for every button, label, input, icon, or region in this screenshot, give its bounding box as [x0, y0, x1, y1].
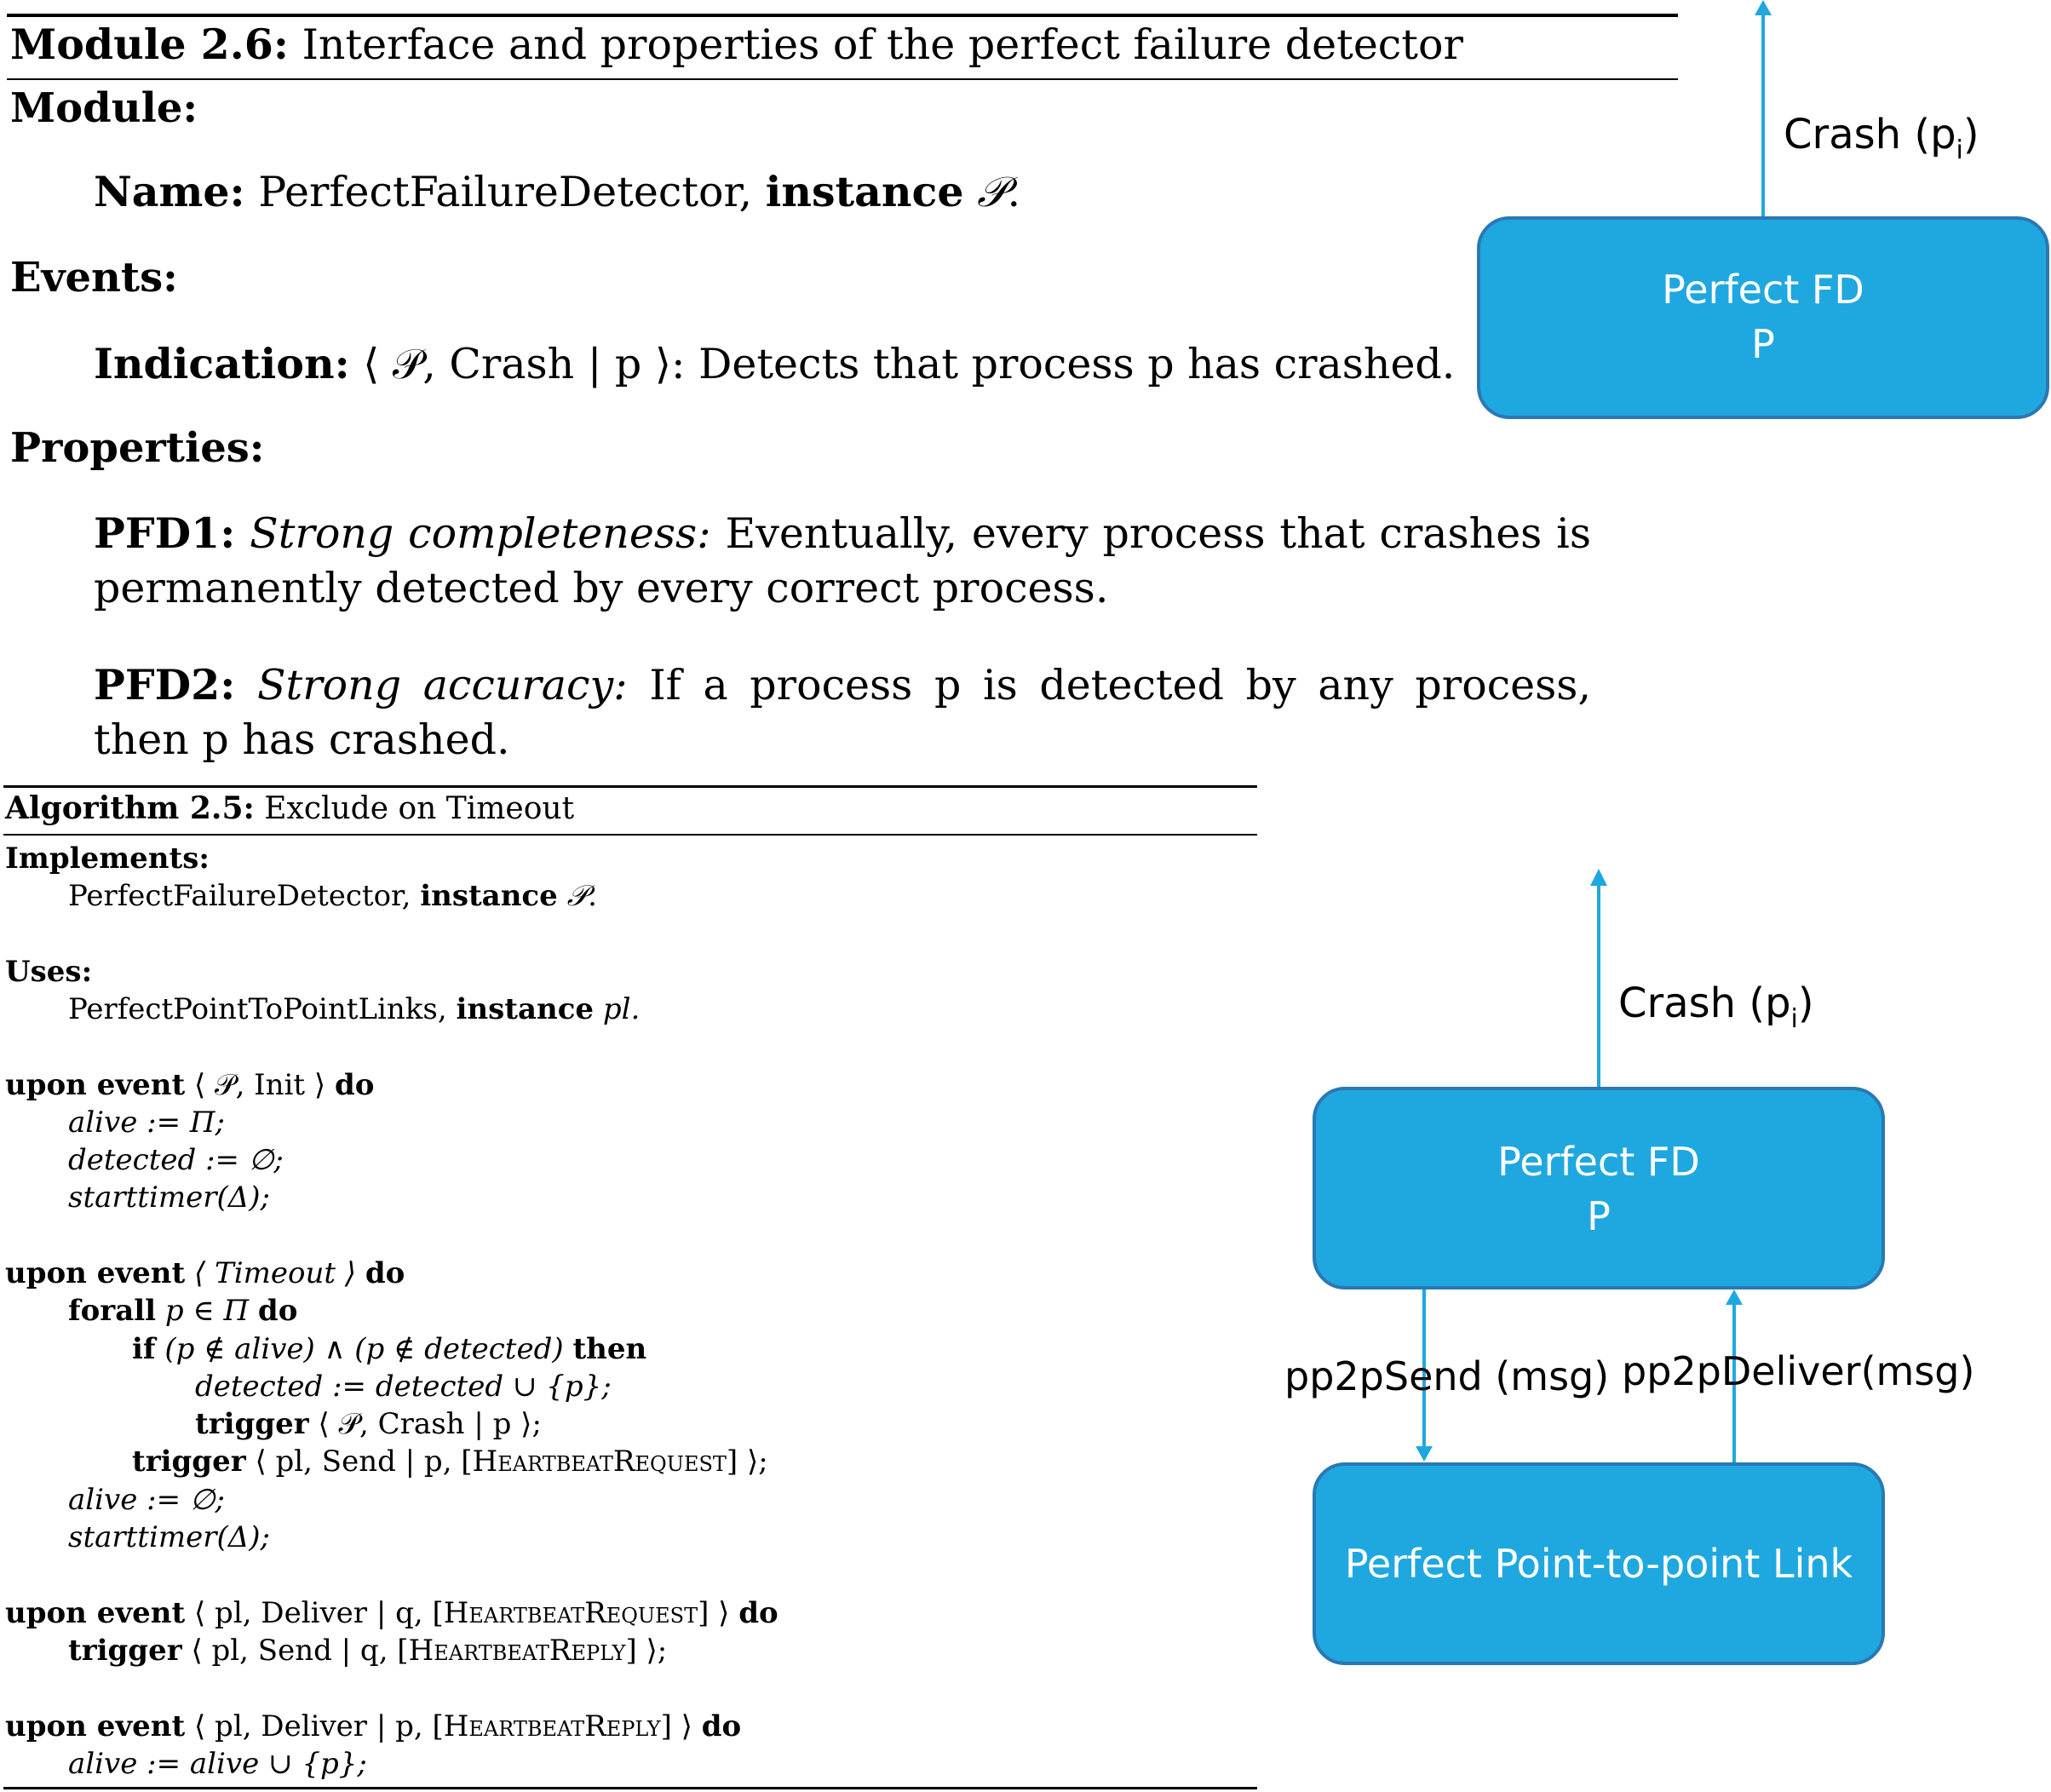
name-value: PerfectFailureDetector, — [258, 168, 753, 216]
deliver-request-handler: upon event ⟨ pl, Deliver | q, [Heartbeat… — [5, 1596, 778, 1630]
trigger-send-reply: trigger ⟨ pl, Send | q, [HeartbeatReply]… — [68, 1634, 668, 1668]
algorithm-top-rule — [3, 785, 1257, 788]
instance-label: instance — [765, 167, 964, 216]
implements-heading: Implements: — [5, 841, 210, 876]
algorithm-bottom-rule — [3, 1787, 1257, 1789]
indication-line: Indication: ⟨ 𝒫, Crash | p ⟩: Detects th… — [94, 339, 1456, 388]
pfd1-text: Eventually, every process that crashes i… — [94, 509, 1591, 612]
top-crash-label: Crash (pi) — [1784, 111, 1979, 165]
pp2p-deliver-arrowhead — [1726, 1289, 1743, 1305]
top-diagram: Crash (pi) Perfect FD P — [1477, 0, 2049, 419]
init-detected: detected := ∅; — [68, 1143, 284, 1177]
trigger-crash: trigger ⟨ 𝒫, Crash | p ⟩; — [195, 1407, 542, 1441]
bottom-perfect-fd-box — [1313, 1087, 1885, 1289]
pfd2-label: PFD2: — [94, 660, 236, 709]
bottom-diagram: Crash (pi) Perfect FD P pp2pSend (msg) p… — [1284, 869, 1974, 1665]
bottom-crash-arrowhead — [1590, 869, 1607, 886]
timeout-timer: starttimer(Δ); — [68, 1520, 270, 1554]
module-top-rule — [7, 14, 1678, 17]
pfd1-name: Strong completeness: — [250, 509, 711, 558]
init-handler: upon event ⟨ 𝒫, Init ⟩ do — [5, 1068, 375, 1102]
pfd1-label: PFD1: — [94, 508, 236, 558]
pp2p-send-label: pp2pSend (msg) — [1284, 1353, 1609, 1399]
module-title-rule — [7, 78, 1678, 80]
trigger-send-request: trigger ⟨ pl, Send | p, [HeartbeatReques… — [132, 1445, 768, 1479]
algorithm-title-rule — [3, 834, 1257, 836]
top-crash-arrowhead — [1755, 0, 1772, 15]
module-label: Module 2.6: — [10, 20, 289, 69]
init-alive: alive := Π; — [68, 1106, 226, 1140]
implements-line: PerfectFailureDetector, instance 𝒫. — [68, 879, 597, 913]
property-pfd2: PFD2: Strong accuracy: If a process p is… — [94, 658, 1591, 767]
module-heading: Module: — [10, 84, 198, 132]
module-title: Module 2.6: Interface and properties of … — [10, 19, 1463, 71]
uses-line: PerfectPointToPointLinks, instance pl. — [68, 992, 641, 1026]
module-caption: Interface and properties of the perfect … — [302, 20, 1463, 69]
if-line: if (p ∉ alive) ∧ (p ∉ detected) then — [132, 1332, 647, 1366]
module-name-line: Name: PerfectFailureDetector, instance 𝒫… — [94, 167, 1021, 216]
events-heading: Events: — [10, 254, 178, 302]
indication-text: Detects that process p has crashed. — [698, 340, 1456, 388]
indication-event: ⟨ 𝒫, Crash | p ⟩ — [363, 340, 671, 388]
pp2p-deliver-label: pp2pDeliver(msg) — [1622, 1348, 1974, 1394]
reply-alive: alive := alive ∪ {p}; — [68, 1747, 367, 1781]
properties-heading: Properties: — [10, 424, 265, 472]
timeout-handler: upon event ⟨ Timeout ⟩ do — [5, 1256, 405, 1290]
detected-update: detected := detected ∪ {p}; — [195, 1370, 612, 1404]
indication-label: Indication: — [94, 339, 350, 388]
property-pfd1: PFD1: Strong completeness: Eventually, e… — [94, 506, 1591, 616]
deliver-reply-handler: upon event ⟨ pl, Deliver | p, [Heartbeat… — [5, 1709, 742, 1743]
algorithm-caption: Exclude on Timeout — [264, 791, 575, 826]
pfd2-name: Strong accuracy: — [256, 661, 628, 709]
forall-line: forall p ∈ Π do — [68, 1294, 298, 1328]
top-perfect-fd-box — [1477, 216, 2049, 419]
timeout-alive: alive := ∅; — [68, 1483, 225, 1517]
algorithm-label: Algorithm 2.5: — [5, 790, 255, 826]
init-timer: starttimer(Δ); — [68, 1180, 270, 1215]
pp2p-send-arrowhead — [1416, 1446, 1433, 1462]
name-label: Name: — [94, 167, 245, 216]
bottom-crash-label: Crash (pi) — [1618, 979, 1814, 1034]
algorithm-title: Algorithm 2.5: Exclude on Timeout — [5, 789, 574, 829]
uses-heading: Uses: — [5, 955, 93, 989]
pfd2-text: If a process p is detected by any proces… — [94, 661, 1592, 764]
perfect-link-box — [1313, 1462, 1885, 1665]
instance-symbol: 𝒫 — [977, 168, 1008, 216]
